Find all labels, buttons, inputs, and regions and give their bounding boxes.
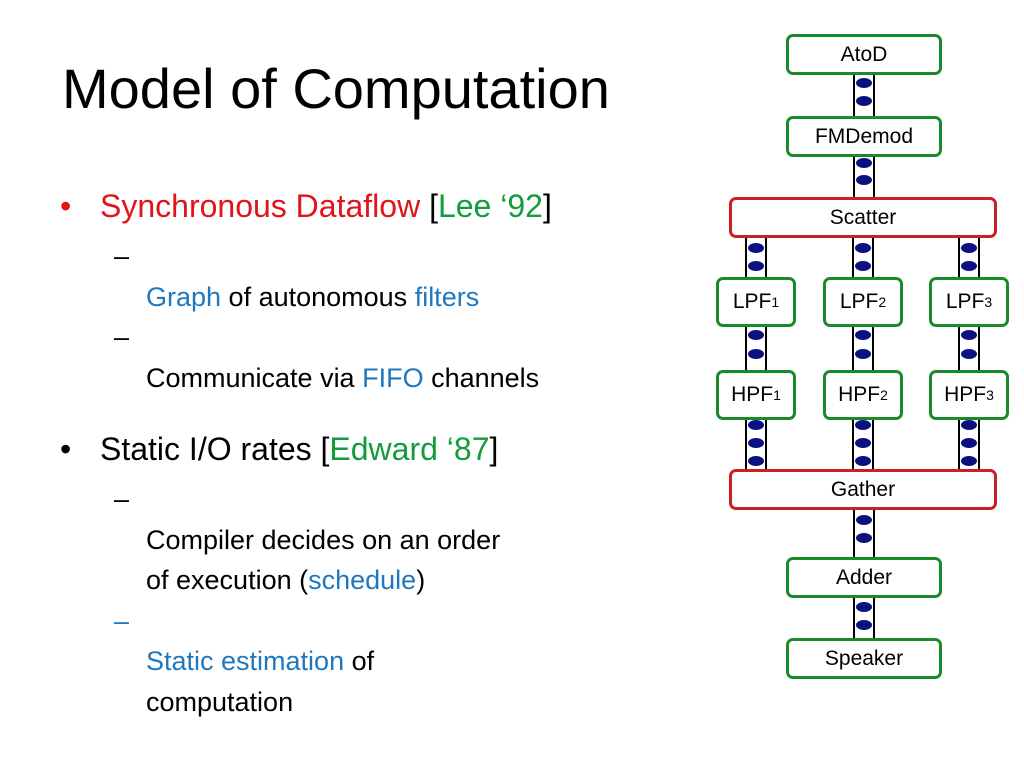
dash-marker: – xyxy=(114,241,130,272)
text-segment: schedule xyxy=(308,565,417,596)
sub-bullet-fifo-channels: –Communicate via FIFO channels xyxy=(60,317,700,398)
dash-marker: – xyxy=(114,484,130,515)
token-dot xyxy=(748,349,764,359)
node-fmdemod: FMDemod xyxy=(786,116,942,157)
token-dot xyxy=(856,175,872,185)
channel-scatter-lpf1 xyxy=(745,237,767,278)
node-speaker: Speaker xyxy=(786,638,942,679)
token-dot xyxy=(856,602,872,612)
sub-bullet-schedule: –Compiler decides on an order of executi… xyxy=(60,479,700,601)
node-gather: Gather xyxy=(729,469,997,510)
citation-lee-92: Lee ‘92 xyxy=(437,188,543,224)
text-segment: ] xyxy=(489,431,499,468)
text-segment: of computation xyxy=(146,646,375,717)
token-dot xyxy=(748,456,764,466)
token-dot xyxy=(961,349,977,359)
text-segment: Communicate via xyxy=(146,362,363,393)
channel-lpf3-hpf3 xyxy=(958,326,980,371)
text-segment: of autonomous xyxy=(221,281,415,312)
channel-atod-fmdemod xyxy=(853,74,875,117)
channel-adder-speaker xyxy=(853,597,875,639)
token-dot xyxy=(856,620,872,630)
bullet-static-io-rates: • Static I/O rates [Edward ‘87] xyxy=(60,428,700,471)
bullet-marker: • xyxy=(60,188,72,224)
sub-bullet-static-estimation: –Static estimation of computation xyxy=(60,601,700,723)
bullet-marker: • xyxy=(60,431,72,468)
token-dot xyxy=(855,438,871,448)
token-dot xyxy=(961,438,977,448)
token-dot xyxy=(961,261,977,271)
channel-hpf3-gather xyxy=(958,419,980,470)
channel-lpf2-hpf2 xyxy=(852,326,874,371)
text-segment: FIFO xyxy=(362,362,424,393)
node-atod: AtoD xyxy=(786,34,942,75)
token-dot xyxy=(855,243,871,253)
channel-lpf1-hpf1 xyxy=(745,326,767,371)
text-segment: Synchronous Dataflow xyxy=(100,188,421,224)
bullet-list: •Synchronous Dataflow [Lee ‘92] –Graph o… xyxy=(60,185,700,722)
token-dot xyxy=(856,96,872,106)
token-dot xyxy=(856,78,872,88)
node-adder: Adder xyxy=(786,557,942,598)
bullet-synchronous-dataflow: • Synchronous Dataflow [Lee ‘92] xyxy=(60,185,700,228)
token-dot xyxy=(856,533,872,543)
channel-hpf2-gather xyxy=(852,419,874,470)
dash-marker: – xyxy=(114,605,130,636)
token-dot xyxy=(961,243,977,253)
channel-gather-adder xyxy=(853,509,875,558)
text-segment: Static estimation xyxy=(146,646,345,677)
text-segment: Static I/O rates [ xyxy=(100,431,330,468)
token-dot xyxy=(856,515,872,525)
channel-hpf1-gather xyxy=(745,419,767,470)
channel-scatter-lpf2 xyxy=(852,237,874,278)
channel-fmdemod-scatter xyxy=(853,156,875,198)
citation-edward-87: Edward ‘87 xyxy=(329,431,490,468)
slide-title: Model of Computation xyxy=(62,57,610,120)
text-segment: Graph xyxy=(146,281,222,312)
token-dot xyxy=(855,420,871,430)
token-dot xyxy=(748,261,764,271)
text-segment: Compiler decides on an order of executio… xyxy=(146,524,501,596)
token-dot xyxy=(856,158,872,168)
token-dot xyxy=(748,330,764,340)
node-scatter: Scatter xyxy=(729,197,997,238)
token-dot xyxy=(855,349,871,359)
text-segment: ] xyxy=(542,188,552,224)
text-segment: ) xyxy=(416,565,426,596)
token-dot xyxy=(748,420,764,430)
token-dot xyxy=(961,456,977,466)
token-dot xyxy=(748,243,764,253)
token-dot xyxy=(961,420,977,430)
token-dot xyxy=(855,261,871,271)
token-dot xyxy=(855,330,871,340)
token-dot xyxy=(855,456,871,466)
sub-bullet-graph-of-filters: –Graph of autonomous filters xyxy=(60,236,700,317)
token-dot xyxy=(961,330,977,340)
text-segment: filters xyxy=(414,281,480,312)
dash-marker: – xyxy=(114,322,130,353)
text-segment: channels xyxy=(423,362,540,393)
token-dot xyxy=(748,438,764,448)
text-segment: [ xyxy=(420,188,438,224)
channel-scatter-lpf3 xyxy=(958,237,980,278)
